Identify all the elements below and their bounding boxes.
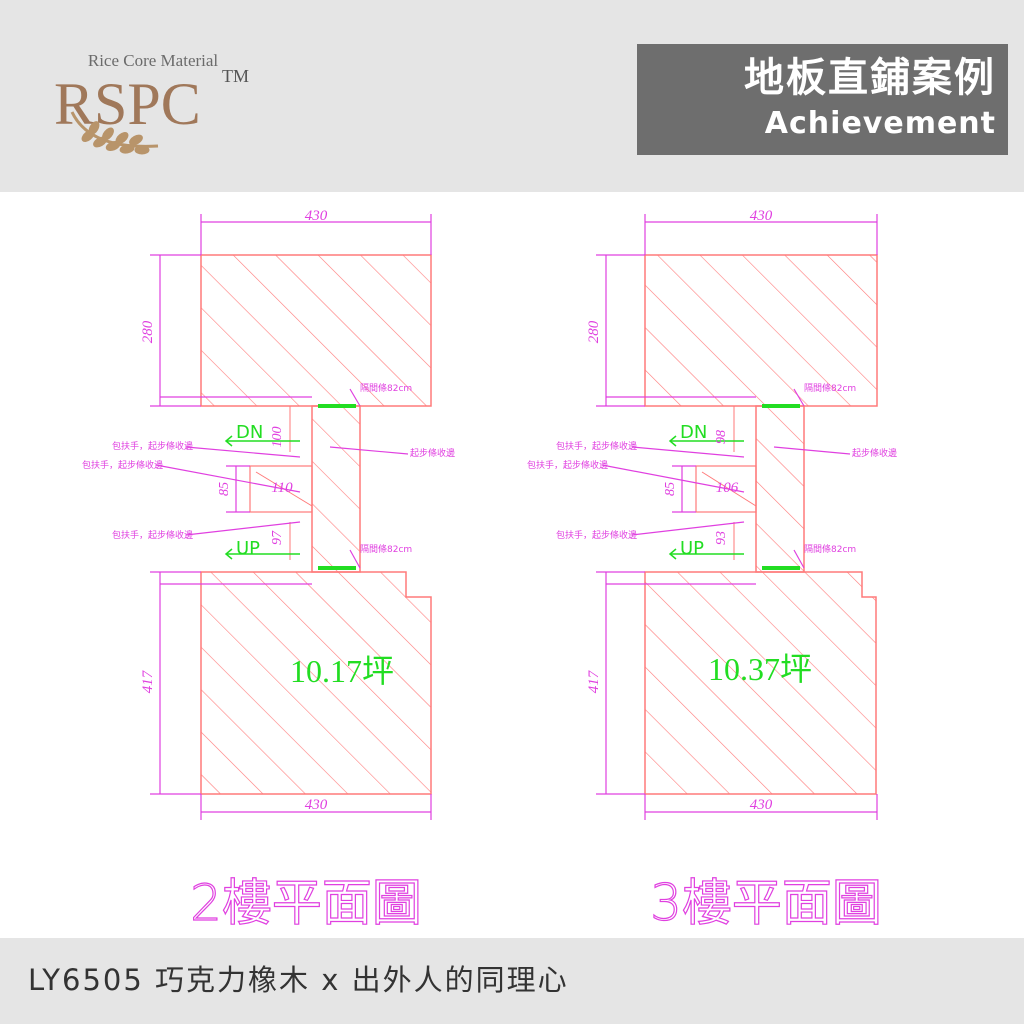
dimension-lines [596, 214, 878, 820]
product-caption: LY6505 巧克力橡木 x 出外人的同理心 [28, 963, 569, 997]
direction-arrows [224, 435, 300, 560]
label-up: UP [680, 538, 704, 559]
stair-core [755, 405, 805, 573]
dimension-lines [150, 214, 432, 820]
floor-plan-2: 430 280 417 430 100 110 85 97 隔間條82cm 隔間… [82, 208, 455, 933]
label-handrail-3: 包扶手，起步條收邊 [112, 529, 193, 541]
dim-landing: 110 [271, 480, 293, 496]
dim-step: 85 [663, 482, 678, 496]
section-badge: 地板直鋪案例 Achievement [637, 44, 1008, 155]
area-label: 10.17坪 [290, 653, 394, 689]
plan-title: 2樓平面圖 [190, 874, 422, 932]
dim-landing: 106 [716, 480, 739, 496]
stair-core [311, 405, 361, 573]
label-dn: DN [680, 422, 707, 443]
badge-subtitle: Achievement [764, 106, 996, 141]
label-partition-bottom: 隔間條82cm [804, 543, 856, 555]
landing-step [249, 465, 313, 513]
dim-bottom: 430 [305, 797, 328, 813]
landing-step [695, 465, 757, 513]
label-dn: DN [236, 422, 263, 443]
header-band: Rice Core Material RSPC TM 地板直鋪案例 Achiev… [0, 0, 1024, 192]
rspc-logo: Rice Core Material RSPC TM [54, 51, 249, 155]
dim-lower-height: 417 [586, 669, 602, 693]
footer-band: LY6505 巧克力橡木 x 出外人的同理心 [0, 938, 1024, 1024]
area-label: 10.37坪 [708, 651, 812, 687]
direction-arrows [668, 435, 744, 560]
label-stair-edge: 起步條收邊 [852, 447, 897, 459]
logo-trademark: TM [222, 66, 249, 86]
dim-bottom: 430 [750, 797, 773, 813]
upper-room [644, 254, 878, 407]
dim-upper-height: 280 [586, 320, 602, 343]
dim-top: 430 [305, 208, 328, 224]
label-handrail-2: 包扶手，起步條收邊 [527, 459, 608, 471]
label-up: UP [236, 538, 260, 559]
label-handrail-3: 包扶手，起步條收邊 [556, 529, 637, 541]
label-partition-bottom: 隔間條82cm [360, 543, 412, 555]
dim-upper-height: 280 [140, 320, 156, 343]
label-handrail-1: 包扶手，起步條收邊 [556, 440, 637, 452]
dim-stair-top: 100 [270, 427, 285, 448]
dim-stair-bottom: 93 [714, 531, 729, 545]
dim-lower-height: 417 [140, 669, 156, 693]
label-handrail-1: 包扶手，起步條收邊 [112, 440, 193, 452]
dim-stair-top: 98 [714, 430, 729, 444]
label-handrail-2: 包扶手，起步條收邊 [82, 459, 163, 471]
floor-plans: 430 280 417 430 100 110 85 97 隔間條82cm 隔間… [82, 208, 897, 933]
logo-tagline: Rice Core Material [88, 51, 219, 70]
wheat-icon [70, 111, 159, 155]
dim-top: 430 [750, 208, 773, 224]
plan-title: 3樓平面圖 [650, 874, 882, 932]
label-partition-top: 隔間條82cm [360, 382, 412, 394]
logo-brand: RSPC [54, 71, 201, 137]
label-stair-edge: 起步條收邊 [410, 447, 455, 459]
dim-stair-bottom: 97 [270, 530, 285, 545]
floor-plan-3: 430 280 417 430 98 106 85 93 隔間條82cm 隔間條… [527, 208, 897, 933]
label-partition-top: 隔間條82cm [804, 382, 856, 394]
dim-step: 85 [217, 482, 232, 496]
badge-title: 地板直鋪案例 [744, 55, 996, 101]
